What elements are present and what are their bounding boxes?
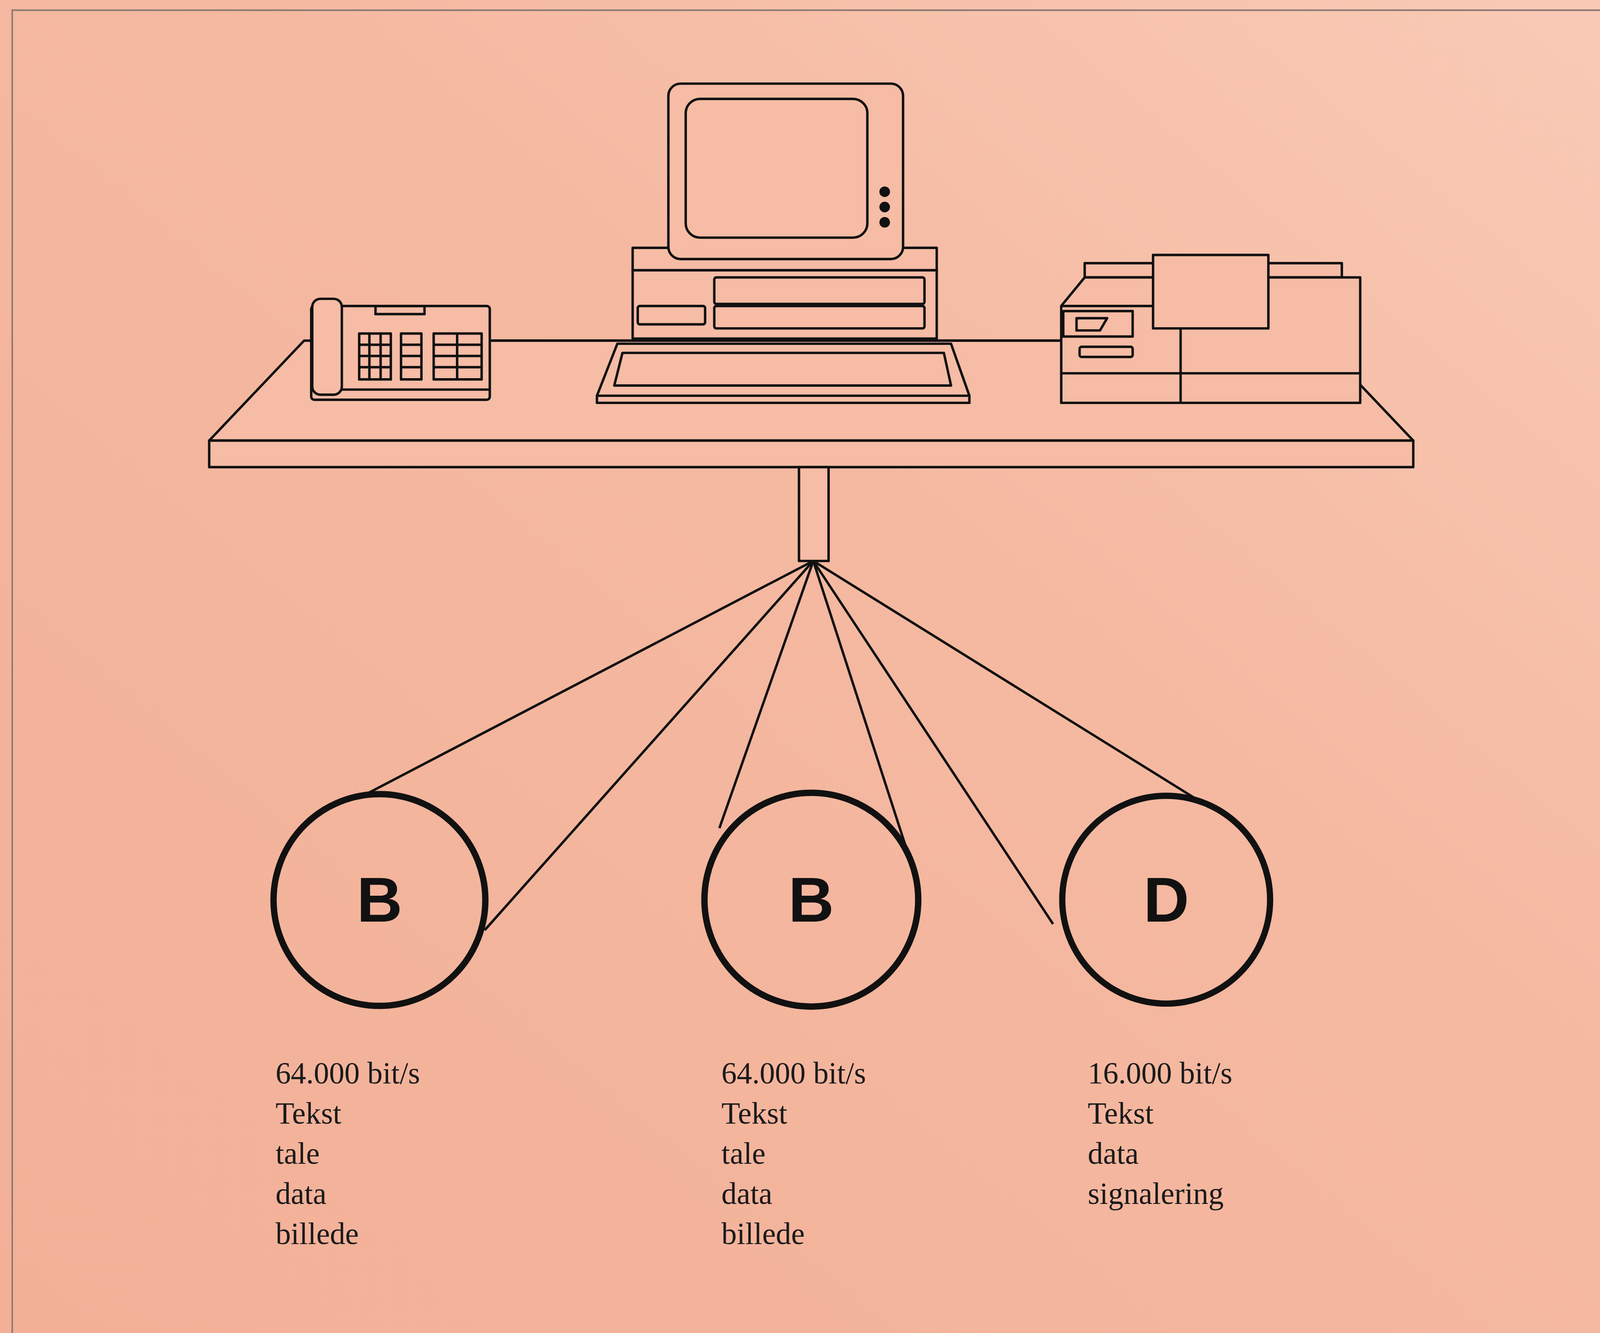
channel-spec: data [275, 1176, 327, 1212]
printer-slot [1079, 346, 1133, 358]
telephone-display [375, 306, 425, 315]
disk-drive [637, 306, 706, 325]
printer-panel [1063, 311, 1133, 337]
keypad-col [455, 333, 459, 380]
monitor-screen [685, 98, 868, 238]
keypad-row [359, 343, 391, 347]
keypad-col [379, 333, 383, 380]
printer-line [1061, 372, 1361, 375]
disk-drive [714, 277, 925, 304]
keypad-row [359, 366, 391, 369]
printer-button [1076, 318, 1108, 331]
keypad-row [401, 354, 422, 358]
printer-line [1179, 328, 1183, 403]
keyboard-edge [597, 395, 970, 404]
channel-spec: 16.000 bit/s [1087, 1056, 1233, 1092]
channel-spec: billede [721, 1216, 805, 1253]
keypad-row [359, 354, 391, 358]
channel-circle: D16.000 bit/sTekstdatasignalering [1059, 792, 1274, 1007]
channel-spec: signalering [1087, 1176, 1224, 1212]
monitor-button [880, 187, 889, 197]
keyboard-keys [614, 352, 952, 386]
printer-cover [1153, 255, 1269, 329]
channel-spec: Tekst [275, 1096, 342, 1132]
channel-spec: Tekst [1087, 1096, 1155, 1132]
keypad-row [401, 343, 422, 347]
channel-letter: D [1059, 792, 1274, 1007]
channel-fan-line [367, 560, 814, 794]
channel-spec: 64.000 bit/s [275, 1056, 421, 1092]
telephone-keys [401, 333, 422, 380]
channel-spec: 64.000 bit/s [721, 1056, 867, 1092]
channel-circle: B64.000 bit/sTeksttaledatabillede [270, 790, 489, 1010]
channel-spec: billede [275, 1216, 359, 1253]
channel-fan-line [813, 560, 1195, 798]
channel-spec: tale [721, 1136, 766, 1172]
channel-spec: data [1087, 1136, 1139, 1172]
desk-leg [799, 467, 829, 561]
keypad-row [401, 366, 422, 369]
disk-drive [714, 306, 925, 329]
channel-letter: B [701, 789, 922, 1011]
frame-border [12, 10, 1600, 1333]
desk-back-edge [489, 339, 631, 342]
keyboard [597, 343, 970, 396]
channel-fan-line [484, 560, 814, 930]
channel-spec: tale [275, 1136, 320, 1172]
computer-unit [632, 270, 937, 339]
monitor-case [668, 83, 904, 260]
monitor-button [880, 202, 889, 212]
telephone-keypad [433, 333, 482, 380]
keypad-col [368, 333, 371, 380]
channel-letter: B [270, 790, 489, 1010]
telephone-handset [312, 298, 342, 395]
monitor-button [880, 218, 889, 227]
desk-edge [209, 440, 1414, 468]
channel-fan-line [813, 560, 1053, 924]
desk-back-edge [936, 339, 1062, 342]
printer-line [1061, 304, 1154, 308]
channel-spec: data [721, 1176, 773, 1212]
channel-fan-line [719, 560, 813, 829]
channel-spec: Tekst [721, 1096, 788, 1132]
telephone-keypad [359, 333, 391, 380]
channel-circle: B64.000 bit/sTeksttaledatabillede [701, 789, 922, 1011]
